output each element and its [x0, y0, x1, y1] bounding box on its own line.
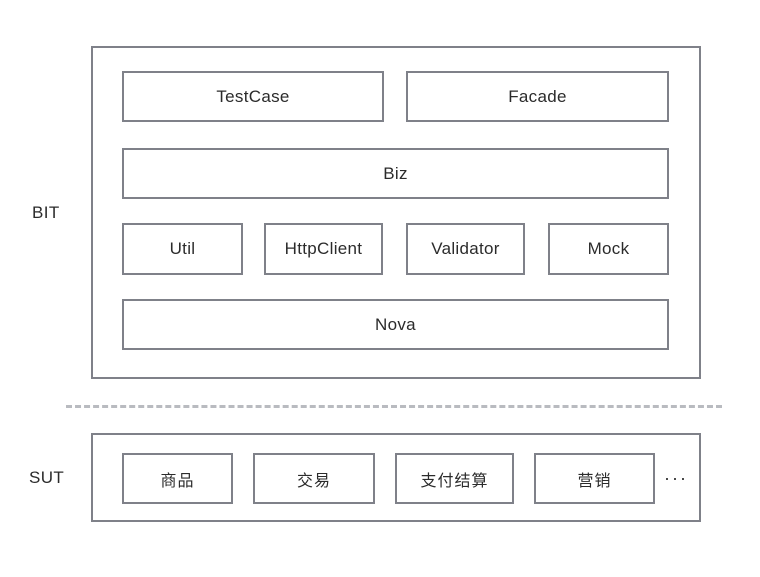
overflow-ellipsis: ···	[664, 468, 688, 488]
layer-label-sut: SUT	[29, 468, 65, 487]
node-biz[interactable]: Biz	[122, 148, 669, 199]
layer-separator-dashed	[66, 405, 722, 408]
node-jiaoyi[interactable]: 交易	[253, 453, 375, 504]
node-shangpin[interactable]: 商品	[122, 453, 233, 504]
node-facade[interactable]: Facade	[406, 71, 669, 122]
node-validator[interactable]: Validator	[406, 223, 525, 275]
node-util[interactable]: Util	[122, 223, 243, 275]
node-zhifujiesuan[interactable]: 支付结算	[395, 453, 514, 504]
node-httpclient[interactable]: HttpClient	[264, 223, 383, 275]
node-nova[interactable]: Nova	[122, 299, 669, 350]
layer-label-bit: BIT	[32, 203, 60, 222]
node-mock[interactable]: Mock	[548, 223, 669, 275]
node-testcase[interactable]: TestCase	[122, 71, 384, 122]
node-yingxiao[interactable]: 营销	[534, 453, 655, 504]
